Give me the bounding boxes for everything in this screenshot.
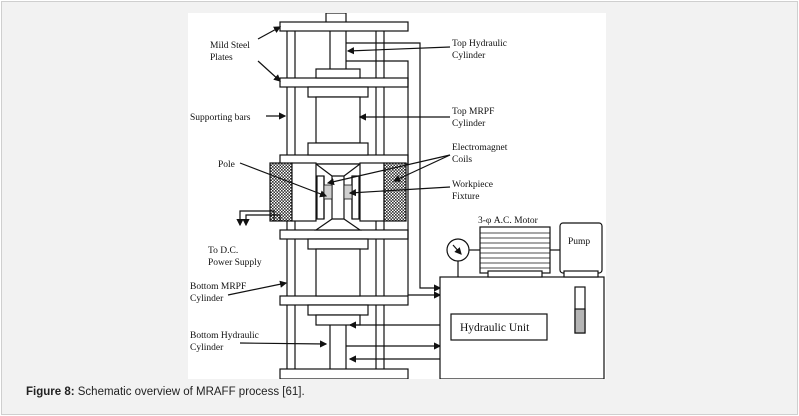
label-top-mrpf-1: Top MRPF	[452, 107, 494, 117]
label-mild-steel-2: Plates	[210, 53, 233, 63]
pump-box	[559, 222, 603, 274]
label-bottom-hydraulic-2: Cylinder	[190, 343, 224, 353]
coil-right	[383, 162, 407, 222]
figure-caption: Figure 8: Schematic overview of MRAFF pr…	[26, 386, 305, 398]
mild-steel-plate-2	[279, 77, 409, 88]
label-top-mrpf-2: Cylinder	[452, 119, 486, 129]
label-bottom-mrpf-1: Bottom MRPF	[190, 282, 246, 292]
motor-body	[479, 226, 551, 274]
top-mrpf-cylinder	[315, 96, 361, 144]
label-hydraulic-unit: Hydraulic Unit	[460, 322, 530, 334]
label-to-dc-1: To D.C.	[208, 246, 238, 256]
label-electromagnet-1: Electromagnet	[452, 143, 508, 153]
mraff-schematic: Mild Steel Plates Supporting bars Pole T…	[190, 13, 605, 379]
caption-label: Figure 8:	[26, 386, 75, 398]
hydraulic-unit-label-box	[450, 313, 548, 341]
coil-left	[269, 162, 293, 222]
plate-4	[279, 229, 409, 240]
bottom-mrpf-cylinder	[315, 248, 361, 297]
label-pump: Pump	[568, 237, 590, 247]
mild-steel-plate-top	[279, 21, 409, 32]
label-electromagnet-2: Coils	[452, 155, 472, 165]
label-workpiece-2: Fixture	[452, 192, 479, 202]
label-top-hydraulic-1: Top Hydraulic	[452, 39, 507, 49]
plate-bottom	[279, 368, 409, 379]
figure-image: Mild Steel Plates Supporting bars Pole T…	[188, 13, 606, 379]
label-supporting-bars: Supporting bars	[190, 113, 251, 123]
label-workpiece-1: Workpiece	[452, 180, 493, 190]
label-top-hydraulic-2: Cylinder	[452, 51, 486, 61]
caption-text: Schematic overview of MRAFF process [61]…	[74, 386, 305, 398]
plate-5	[279, 295, 409, 306]
label-mild-steel-1: Mild Steel	[210, 41, 250, 51]
label-pole: Pole	[218, 160, 235, 170]
label-to-dc-2: Power Supply	[208, 258, 262, 268]
label-bottom-mrpf-2: Cylinder	[190, 294, 224, 304]
label-motor: 3-φ A.C. Motor	[478, 216, 539, 226]
label-bottom-hydraulic-1: Bottom Hydraulic	[190, 331, 259, 341]
